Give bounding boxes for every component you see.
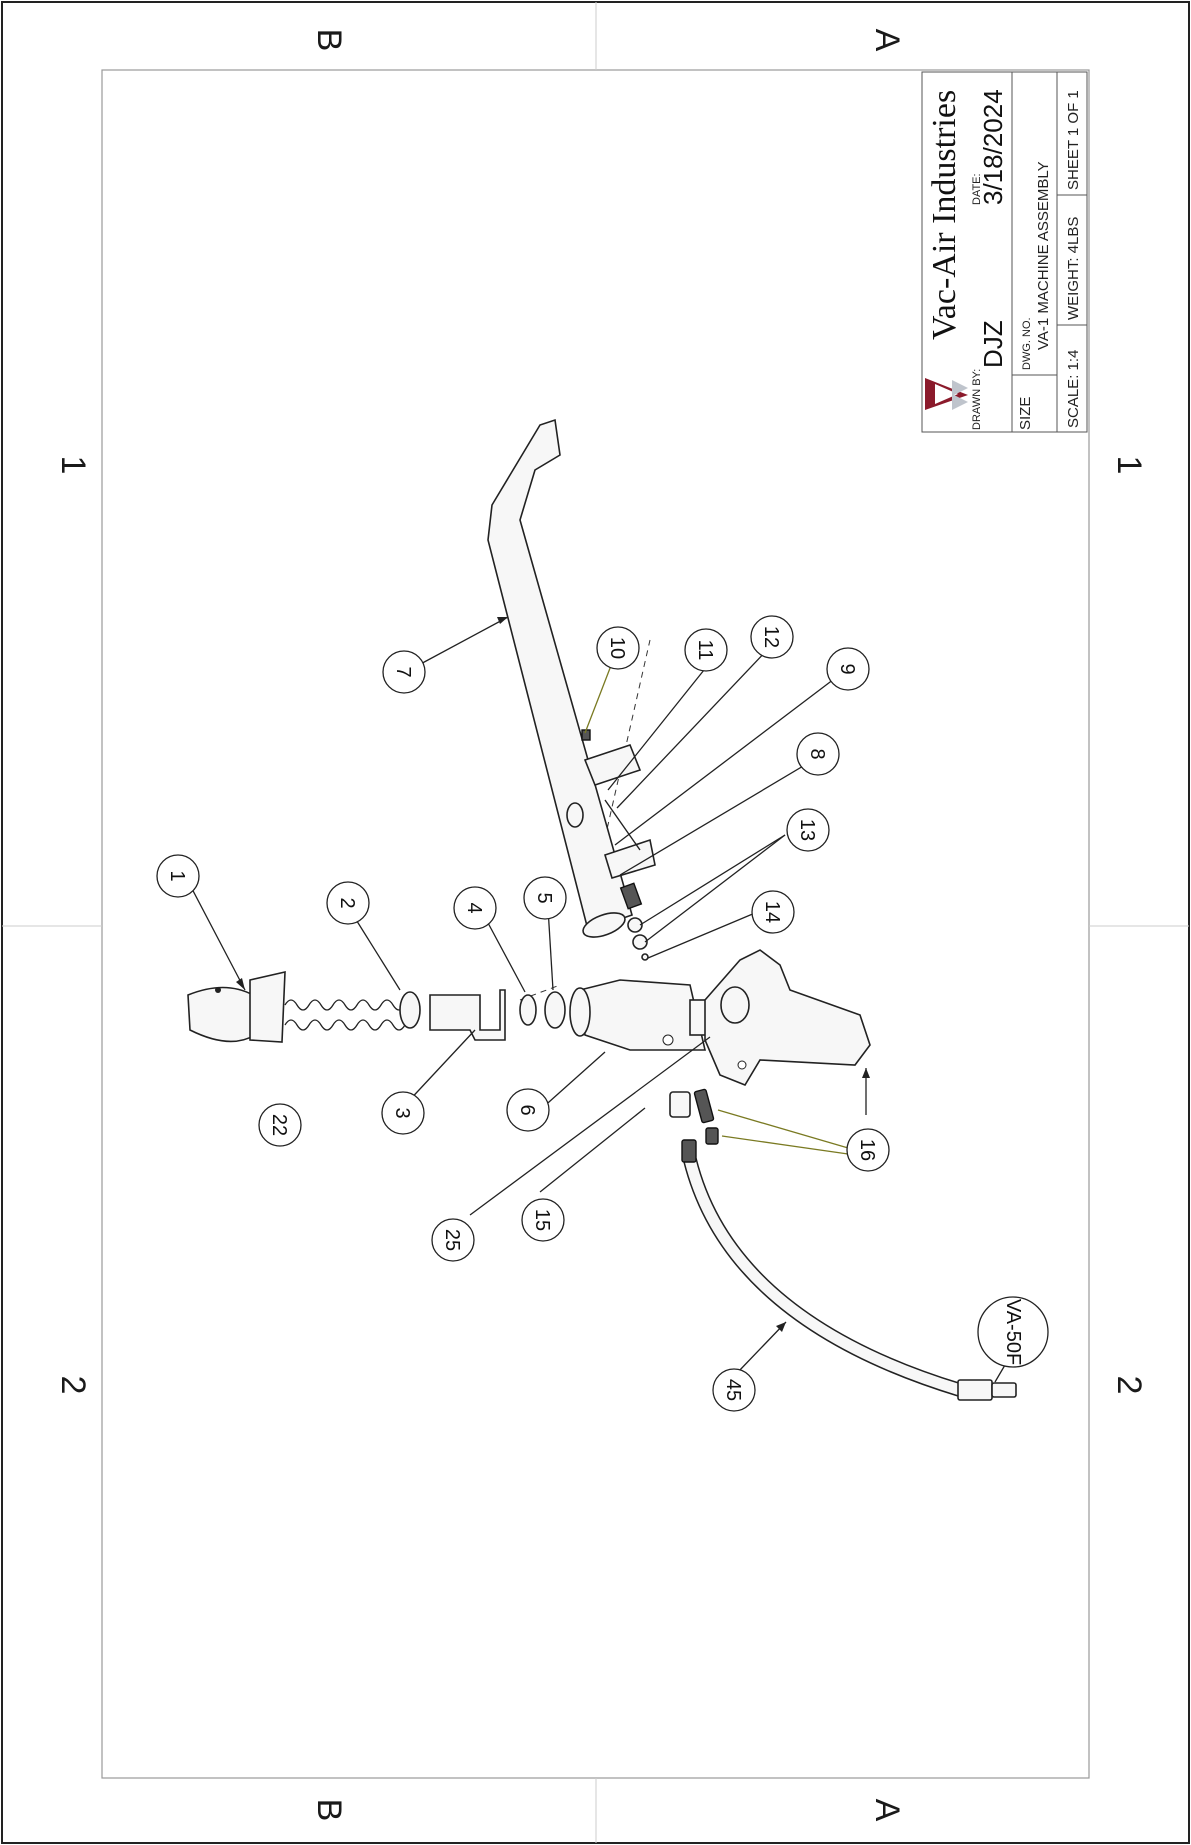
zone-label-top-right: A — [868, 29, 906, 52]
balloon-22: 22 — [258, 1103, 302, 1147]
balloon-label: 25 — [441, 1229, 463, 1251]
part-screw-16b — [705, 1127, 719, 1145]
part-cap-nut — [187, 970, 286, 1043]
size-label: SIZE — [1017, 397, 1034, 430]
balloon-label: 4 — [463, 902, 485, 913]
balloon-16: 16 — [846, 1128, 890, 1172]
zone-label-bottom-left: B — [310, 1799, 348, 1822]
balloon-9: 9 — [826, 647, 870, 691]
balloon-label: 6 — [516, 1104, 538, 1115]
part-hose — [681, 1139, 1017, 1401]
part-oring-4 — [519, 994, 537, 1026]
balloon-label: 5 — [533, 892, 555, 903]
balloon-label: 8 — [806, 748, 828, 759]
balloon-label: 7 — [392, 666, 414, 677]
zone-label-left-top: 1 — [54, 456, 92, 475]
balloon-3: 3 — [381, 1091, 425, 1135]
balloon-label: 15 — [531, 1209, 553, 1231]
dwg-no-label: DWG. NO. — [1021, 317, 1033, 370]
part-fitting-15 — [669, 1091, 691, 1118]
part-handle — [704, 949, 871, 1086]
part-sleeve — [429, 989, 506, 1041]
balloon-8: 8 — [796, 732, 840, 776]
balloon-7: 7 — [382, 650, 426, 694]
zone-label-right-bottom: 2 — [1110, 1376, 1148, 1395]
part-ball-14 — [641, 953, 649, 961]
balloon-14: 14 — [751, 890, 795, 934]
part-spring — [284, 999, 406, 1031]
leader-arrowheads — [236, 617, 870, 1332]
balloon-label: 9 — [836, 663, 858, 674]
balloon-label: VA-50F — [1002, 1299, 1024, 1365]
balloon-4: 4 — [453, 886, 497, 930]
drawn-by-label: DRAWN BY: — [971, 369, 983, 430]
balloon-15: 15 — [521, 1198, 565, 1242]
part-oring-5 — [544, 991, 566, 1029]
title-block: Vac-Air Industries DRAWN BY: DJZ DATE: 3… — [921, 71, 1088, 433]
balloon-va50f: VA-50F — [977, 1296, 1049, 1368]
part-washer-13b — [632, 934, 648, 950]
balloon-label: 11 — [694, 640, 716, 661]
company-logo — [925, 378, 968, 410]
part-valve-body — [581, 729, 656, 910]
zone-label-bottom-right: A — [868, 1799, 906, 1822]
balloon-11: 11 — [684, 628, 728, 672]
date-label: DATE: — [971, 173, 983, 205]
part-ring-2 — [399, 991, 421, 1029]
balloon-25: 25 — [431, 1218, 475, 1262]
dwg-no-value: VA-1 MACHINE ASSEMBLY — [1035, 161, 1052, 350]
part-wand-tube — [487, 418, 633, 938]
weight-value: WEIGHT: 4LBS — [1065, 217, 1082, 320]
leader-lines — [189, 616, 1006, 1383]
balloon-label: 12 — [760, 626, 782, 648]
balloon-2: 2 — [326, 881, 370, 925]
balloon-6: 6 — [506, 1088, 550, 1132]
zone-label-top-left: B — [310, 29, 348, 52]
date-value: 3/18/2024 — [978, 89, 1008, 205]
balloon-1: 1 — [156, 854, 200, 898]
zone-label-right-top: 1 — [1110, 456, 1148, 475]
part-screw-16a — [693, 1088, 715, 1124]
balloon-label: 2 — [336, 897, 358, 908]
zone-label-left-bottom: 2 — [54, 1376, 92, 1395]
balloon-5: 5 — [523, 876, 567, 920]
drawn-by-value: DJZ — [978, 320, 1008, 368]
balloon-label: 13 — [796, 819, 818, 841]
balloon-label: 16 — [856, 1139, 878, 1161]
sheet-value: SHEET 1 OF 1 — [1065, 90, 1082, 190]
balloon-label: 45 — [722, 1379, 744, 1401]
balloon-13: 13 — [786, 808, 830, 852]
scale-value: SCALE: 1:4 — [1065, 350, 1082, 428]
balloon-10: 10 — [596, 626, 640, 670]
part-washer-13a — [627, 917, 643, 933]
balloon-label: 22 — [268, 1114, 290, 1136]
balloon-label: 10 — [606, 637, 628, 659]
balloon-label: 14 — [761, 901, 783, 923]
balloon-45: 45 — [712, 1368, 756, 1412]
balloon-label: 1 — [166, 870, 188, 881]
part-valve-housing — [569, 979, 709, 1051]
company-name: Vac-Air Industries — [926, 90, 963, 340]
balloon-12: 12 — [750, 615, 794, 659]
balloon-label: 3 — [391, 1107, 413, 1118]
